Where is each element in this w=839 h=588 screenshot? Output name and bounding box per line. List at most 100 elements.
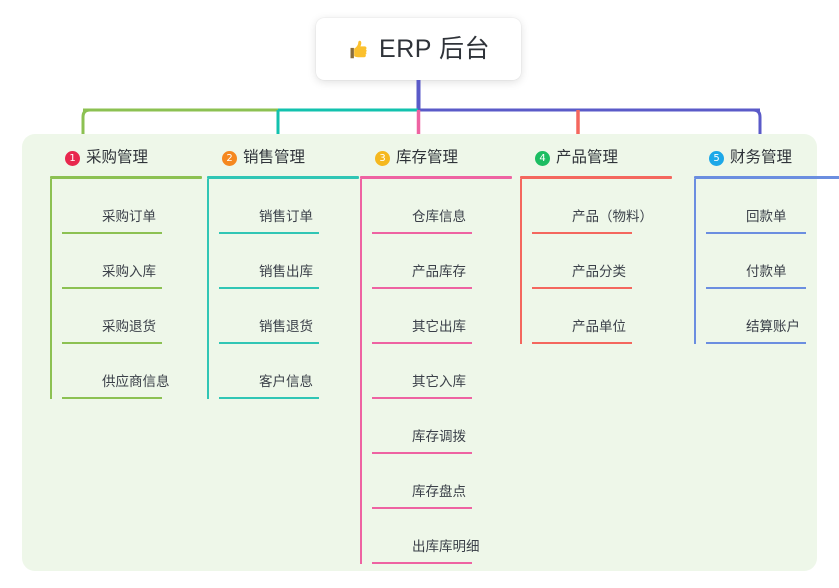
leaf-item[interactable]: 销售出库 xyxy=(219,234,359,289)
branch-spine-4 xyxy=(520,179,522,344)
branch-items-2: 销售订单 销售出库 销售退货 客户信息 xyxy=(207,179,359,399)
leaf-label: 采购入库 xyxy=(102,263,156,279)
drop-line-1 xyxy=(81,108,91,137)
leaf-rule xyxy=(372,562,472,564)
leaf-rule xyxy=(532,342,632,344)
branch-rule-1 xyxy=(50,176,202,179)
leaf-rule xyxy=(372,507,472,509)
leaf-rule xyxy=(219,232,319,234)
branch-rule-4 xyxy=(520,176,672,179)
leaf-item[interactable]: 产品库存 xyxy=(372,234,512,289)
branch-column-1[interactable]: 1 采购管理 采购订单 采购入库 采购退货 供应商信息 xyxy=(50,146,202,399)
branch-title-2: 销售管理 xyxy=(243,149,306,167)
branch-items-1: 采购订单 采购入库 采购退货 供应商信息 xyxy=(50,179,202,399)
leaf-rule xyxy=(532,287,632,289)
leaf-rule xyxy=(372,397,472,399)
leaf-label: 出库库明细 xyxy=(412,538,480,554)
leaf-rule xyxy=(62,397,162,399)
leaf-label: 库存盘点 xyxy=(412,483,466,499)
thumbs-up-icon xyxy=(347,38,370,61)
branch-badge-1: 1 xyxy=(65,150,80,166)
branch-column-3[interactable]: 3 库存管理 仓库信息 产品库存 其它出库 其它入库 库存调拨 xyxy=(360,146,512,564)
leaf-item[interactable]: 销售订单 xyxy=(219,179,359,234)
leaf-rule xyxy=(219,287,319,289)
branch-spine-2 xyxy=(207,179,209,399)
leaf-label: 销售出库 xyxy=(259,263,313,279)
branch-title-1: 采购管理 xyxy=(86,149,149,167)
branch-title-4: 产品管理 xyxy=(556,149,619,167)
leaf-label: 产品单位 xyxy=(572,318,626,334)
leaf-item[interactable]: 供应商信息 xyxy=(62,344,202,399)
root-node-card[interactable]: ERP 后台 xyxy=(316,18,521,80)
leaf-item[interactable]: 库存盘点 xyxy=(372,454,512,509)
branch-items-3: 仓库信息 产品库存 其它出库 其它入库 库存调拨 库存盘点 xyxy=(360,179,512,564)
branch-rule-2 xyxy=(207,176,359,179)
diagram-panel xyxy=(22,134,817,571)
leaf-label: 采购订单 xyxy=(102,208,156,224)
leaf-label: 结算账户 xyxy=(746,318,800,334)
leaf-item[interactable]: 客户信息 xyxy=(219,344,359,399)
leaf-item[interactable]: 产品（物料） xyxy=(532,179,672,234)
leaf-label: 产品（物料） xyxy=(572,208,653,224)
leaf-rule xyxy=(372,287,472,289)
leaf-label: 产品库存 xyxy=(412,263,466,279)
leaf-label: 回款单 xyxy=(746,208,787,224)
leaf-item[interactable]: 库存调拨 xyxy=(372,399,512,454)
branch-badge-3: 3 xyxy=(375,150,390,166)
leaf-label: 其它出库 xyxy=(412,318,466,334)
leaf-item[interactable]: 销售退货 xyxy=(219,289,359,344)
leaf-rule xyxy=(532,232,632,234)
branch-badge-2: 2 xyxy=(222,150,237,166)
leaf-rule xyxy=(62,342,162,344)
leaf-item[interactable]: 出库库明细 xyxy=(372,509,512,564)
leaf-rule xyxy=(219,397,319,399)
leaf-item[interactable]: 其它入库 xyxy=(372,344,512,399)
leaf-label: 付款单 xyxy=(746,263,787,279)
leaf-rule xyxy=(706,342,806,344)
leaf-item[interactable]: 付款单 xyxy=(706,234,839,289)
branch-column-5[interactable]: 5 财务管理 回款单 付款单 结算账户 xyxy=(694,146,839,344)
leaf-label: 供应商信息 xyxy=(102,373,170,389)
leaf-item[interactable]: 产品单位 xyxy=(532,289,672,344)
branch-column-2[interactable]: 2 销售管理 销售订单 销售出库 销售退货 客户信息 xyxy=(207,146,359,399)
branch-rule-5 xyxy=(694,176,839,179)
branch-badge-5: 5 xyxy=(709,150,724,166)
branch-items-4: 产品（物料） 产品分类 产品单位 xyxy=(520,179,672,344)
branch-header-1[interactable]: 1 采购管理 xyxy=(50,146,202,170)
branch-title-3: 库存管理 xyxy=(396,149,459,167)
branch-header-3[interactable]: 3 库存管理 xyxy=(360,146,512,170)
leaf-item[interactable]: 其它出库 xyxy=(372,289,512,344)
leaf-label: 其它入库 xyxy=(412,373,466,389)
leaf-item[interactable]: 采购入库 xyxy=(62,234,202,289)
leaf-rule xyxy=(706,287,806,289)
branch-badge-4: 4 xyxy=(535,150,550,166)
leaf-rule xyxy=(372,452,472,454)
branch-rule-3 xyxy=(360,176,512,179)
leaf-item[interactable]: 采购订单 xyxy=(62,179,202,234)
branch-header-5[interactable]: 5 财务管理 xyxy=(694,146,839,170)
branch-title-5: 财务管理 xyxy=(730,149,793,167)
branch-spine-3 xyxy=(360,179,362,564)
branch-column-4[interactable]: 4 产品管理 产品（物料） 产品分类 产品单位 xyxy=(520,146,672,344)
leaf-rule xyxy=(372,342,472,344)
root-node-title: ERP 后台 xyxy=(379,34,490,63)
branch-header-2[interactable]: 2 销售管理 xyxy=(207,146,359,170)
leaf-item[interactable]: 采购退货 xyxy=(62,289,202,344)
leaf-label: 产品分类 xyxy=(572,263,626,279)
branch-items-5: 回款单 付款单 结算账户 xyxy=(694,179,839,344)
column-container: 1 采购管理 采购订单 采购入库 采购退货 供应商信息 xyxy=(22,134,839,571)
leaf-item[interactable]: 产品分类 xyxy=(532,234,672,289)
leaf-label: 采购退货 xyxy=(102,318,156,334)
branch-spine-5 xyxy=(694,179,696,344)
leaf-label: 销售退货 xyxy=(259,318,313,334)
leaf-item[interactable]: 结算账户 xyxy=(706,289,839,344)
leaf-label: 销售订单 xyxy=(259,208,313,224)
leaf-item[interactable]: 回款单 xyxy=(706,179,839,234)
leaf-label: 库存调拨 xyxy=(412,428,466,444)
leaf-rule xyxy=(372,232,472,234)
branch-header-4[interactable]: 4 产品管理 xyxy=(520,146,672,170)
leaf-rule xyxy=(62,232,162,234)
leaf-item[interactable]: 仓库信息 xyxy=(372,179,512,234)
branch-spine-1 xyxy=(50,179,52,399)
leaf-rule xyxy=(219,342,319,344)
